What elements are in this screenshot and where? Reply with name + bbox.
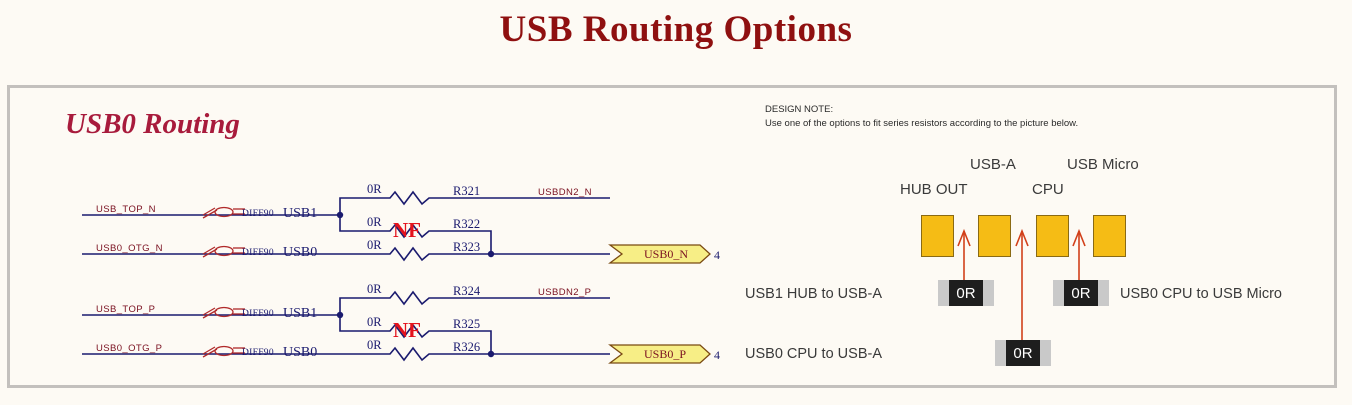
bus-label-usb0-n: USB0 <box>283 245 317 260</box>
option-label-usb0-cpu-to-usba: USB0 CPU to USB-A <box>745 346 882 362</box>
arrow-cpu-to-micro <box>1072 228 1086 284</box>
diff-pair-icon-2 <box>202 245 245 258</box>
pad-label-usb-micro: USB Micro <box>1067 156 1139 173</box>
bus-label-usb1-n: USB1 <box>283 206 317 221</box>
resistor-ref-r326: R326 <box>453 340 480 354</box>
diff-pair-icon-3 <box>202 306 245 319</box>
resistor-value-r326: 0R <box>367 338 382 352</box>
pad-label-hub-out: HUB OUT <box>900 181 968 198</box>
rule-label-diff90-3: DIFF90 <box>242 309 274 319</box>
port-label-usb0-n: USB0_N <box>644 247 688 261</box>
sheet-number-p: 4 <box>714 348 720 362</box>
net-label-usbdn2-n: USBDN2_N <box>538 187 592 198</box>
design-note-heading: DESIGN NOTE: <box>765 104 834 115</box>
pad-usb-micro <box>1093 215 1126 257</box>
resistor-value-r325: 0R <box>367 315 382 329</box>
bus-label-usb0-p: USB0 <box>283 345 317 360</box>
rule-label-diff90-1: DIFF90 <box>242 209 274 219</box>
diff-pair-icon-4 <box>202 345 245 358</box>
port-label-usb0-p: USB0_P <box>644 347 686 361</box>
sheet-number-n: 4 <box>714 248 720 262</box>
bus-label-usb1-p: USB1 <box>283 306 317 321</box>
resistor-terminal-right <box>1040 340 1051 366</box>
resistor-value-r322: 0R <box>367 215 382 229</box>
net-label-usb0-otg-p: USB0_OTG_P <box>96 343 162 354</box>
resistor-terminal-left <box>938 280 949 306</box>
option-label-usb0-cpu-to-micro: USB0 CPU to USB Micro <box>1120 286 1282 302</box>
net-label-usb-top-n: USB_TOP_N <box>96 204 156 215</box>
resistor-terminal-right <box>1098 280 1109 306</box>
net-label-usb0-otg-n: USB0_OTG_N <box>96 243 163 254</box>
pad-cpu <box>1036 215 1069 257</box>
arrow-hub-to-usba <box>957 228 971 284</box>
design-note-body: Use one of the options to fit series res… <box>765 118 1079 129</box>
resistor-usb0-cpu-to-usba[interactable]: 0R <box>995 340 1051 366</box>
usb0-schematic: USB_TOP_N DIFF90 USB1 USB0_OTG_N DIFF90 … <box>82 182 720 364</box>
junction-dot <box>336 211 344 219</box>
resistor-terminal-right <box>983 280 994 306</box>
section-title: USB0 Routing <box>65 108 240 140</box>
page-title: USB Routing Options <box>499 9 853 50</box>
pad-usb-a <box>978 215 1011 257</box>
net-label-usb-top-p: USB_TOP_P <box>96 304 155 315</box>
resistor-body-value: 0R <box>949 280 983 306</box>
rule-label-diff90-4: DIFF90 <box>242 348 274 358</box>
nf-marker-r322: NF <box>393 218 421 242</box>
resistor-ref-r321: R321 <box>453 184 480 198</box>
resistor-ref-r325: R325 <box>453 317 480 331</box>
resistor-body-value: 0R <box>1064 280 1098 306</box>
rule-label-diff90-2: DIFF90 <box>242 248 274 258</box>
resistor-ref-r323: R323 <box>453 240 480 254</box>
resistor-usb0-cpu-to-micro[interactable]: 0R <box>1053 280 1109 306</box>
resistor-ref-r322: R322 <box>453 217 480 231</box>
resistor-value-r323: 0R <box>367 238 382 252</box>
pad-hub-out <box>921 215 954 257</box>
junction-dot-p <box>336 311 344 319</box>
pad-label-cpu: CPU <box>1032 181 1064 198</box>
arrow-cpu-to-usba <box>1015 228 1029 346</box>
resistor-terminal-left <box>1053 280 1064 306</box>
resistor-terminal-left <box>995 340 1006 366</box>
resistor-value-r324: 0R <box>367 282 382 296</box>
option-arrows <box>957 228 1086 346</box>
resistor-body-value: 0R <box>1006 340 1040 366</box>
resistor-ref-r324: R324 <box>453 284 481 298</box>
nf-marker-r325: NF <box>393 318 421 342</box>
pad-label-usb-a: USB-A <box>970 156 1016 173</box>
port-usb0-n[interactable] <box>608 244 711 264</box>
diff-pair-icon <box>202 206 245 219</box>
net-label-usbdn2-p: USBDN2_P <box>538 287 591 298</box>
resistor-usb1-hub-to-usba[interactable]: 0R <box>938 280 994 306</box>
resistor-value-r321: 0R <box>367 182 382 196</box>
port-usb0-p[interactable] <box>608 344 711 364</box>
option-label-usb1-hub-to-usba: USB1 HUB to USB-A <box>745 286 882 302</box>
usb-routing-panel: USB0 Routing USB_TOP_N DIFF90 USB1 USB0_… <box>7 85 1337 388</box>
